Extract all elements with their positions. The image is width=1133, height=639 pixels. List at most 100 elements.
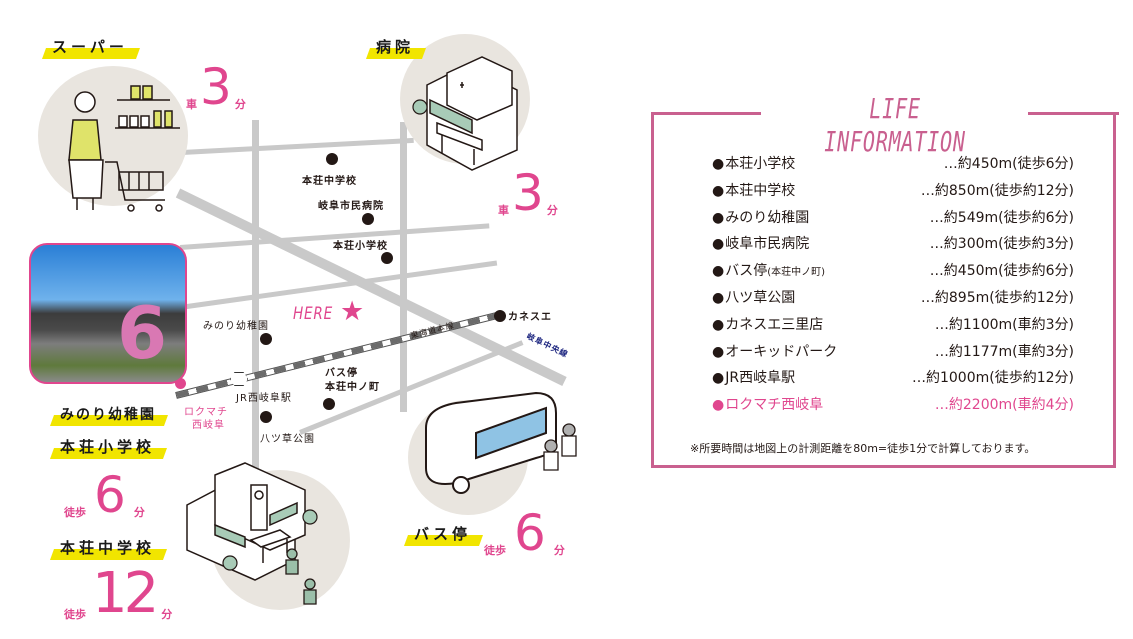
time-value: 3 — [512, 164, 544, 222]
info-row: 八ツ草公園 …約895m(徒歩約12分) — [712, 287, 1074, 307]
student-icons — [285, 548, 317, 605]
spot-label: みのり幼稚園 — [203, 321, 269, 332]
info-panel — [651, 113, 1116, 468]
spot-label: 本荘中ノ町 — [325, 382, 380, 393]
junior-high-tag: 本荘中学校 — [52, 537, 165, 558]
spot-label: 岐阜市民病院 — [318, 201, 384, 212]
rokumachi-label: ロクマチ — [184, 407, 228, 418]
spot-dot — [323, 398, 335, 410]
spot-dot — [260, 411, 272, 423]
station-icon — [230, 372, 248, 386]
info-row-distance: …約850m(徒歩約12分) — [920, 182, 1074, 199]
mode-label: 車 — [186, 98, 197, 111]
star-icon: ★ — [340, 296, 365, 327]
shelf-icon — [115, 85, 180, 129]
school-icon — [186, 462, 318, 581]
building-photo: 6 — [29, 243, 187, 384]
info-row: オーキッドパーク …約1177m(車約3分) — [712, 341, 1074, 361]
info-row: JR西岐阜駅 …約1000m(徒歩約12分) — [712, 367, 1074, 387]
kindergarten-tag: みのり幼稚園 — [52, 404, 166, 424]
info-row-name: みのり幼稚園 — [712, 210, 809, 226]
spot-label: 本荘小学校 — [333, 241, 388, 252]
info-row-label: みのり幼稚園 — [712, 207, 809, 227]
info-row: 岐阜市民病院 …約300m(徒歩約3分) — [712, 233, 1074, 253]
station-jr-label: JR西岐阜駅 — [236, 393, 292, 404]
time-value: 6 — [94, 466, 126, 524]
spot-dot — [494, 310, 506, 322]
info-row: みのり幼稚園 …約549m(徒歩約6分) — [712, 207, 1074, 227]
bus-icon — [425, 391, 577, 494]
spot-label: 本荘中学校 — [302, 176, 357, 187]
info-row: バス停(本荘中ノ町)…約450m(徒歩約6分) — [712, 260, 1074, 280]
unit-label: 分 — [161, 608, 173, 621]
spot-dot — [260, 333, 272, 345]
spot-dot — [362, 213, 374, 225]
info-row-name: JR西岐阜駅 — [712, 370, 795, 386]
info-row-name: オーキッドパーク — [712, 344, 837, 360]
info-row-label: JR西岐阜駅 — [712, 367, 795, 387]
bus-stop-tag: バス停 — [406, 523, 481, 544]
info-border — [651, 112, 761, 115]
hospital-tag: 病院 — [368, 36, 424, 57]
info-row: ロクマチ西岐阜 …約2200m(車約4分) — [712, 394, 1074, 414]
info-row-distance: …約2200m(車約4分) — [934, 397, 1074, 414]
info-row-label: ロクマチ西岐阜 — [712, 394, 823, 414]
spot-label: バス停 — [325, 368, 358, 379]
info-title: LIFE INFORMATION — [824, 92, 966, 158]
info-row-distance: …約1000m(徒歩約12分) — [911, 370, 1074, 387]
supermarket-tag: スーパー — [44, 36, 138, 57]
info-row-name: カネスエ三里店 — [712, 317, 823, 333]
info-row-name: 本荘小学校 — [712, 156, 795, 172]
spot-dot — [326, 153, 338, 165]
info-row-distance: …約1100m(車約3分) — [934, 316, 1074, 333]
info-note: ※所要時間は地図上の計測距離を80m=徒歩1分で計算しております。 — [690, 442, 1036, 455]
hospital-icon — [412, 56, 518, 171]
info-row-distance: …約895m(徒歩約12分) — [920, 290, 1074, 306]
info-row-name: ロクマチ西岐阜 — [712, 397, 823, 413]
road — [400, 122, 407, 412]
supermarket-time: 車 3 分 — [186, 62, 246, 112]
info-row: 本荘小学校 …約450m(徒歩6分) — [712, 153, 1074, 173]
info-row-label: 岐阜市民病院 — [712, 233, 809, 253]
info-row-distance: …約450m(徒歩6分) — [943, 156, 1074, 172]
info-row-distance: …約450m(徒歩約6分) — [929, 263, 1074, 280]
mode-label: 車 — [498, 204, 509, 217]
hospital-time: 車 3 分 — [498, 168, 558, 218]
supermarket-illustration — [68, 85, 180, 212]
unit-label: 分 — [546, 204, 558, 217]
info-row-sub: (本荘中ノ町) — [767, 267, 826, 279]
spot-dot — [381, 252, 393, 264]
mode-label: 徒歩 — [64, 608, 86, 621]
unit-label: 分 — [234, 98, 246, 111]
info-row-name: 八ツ草公園 — [712, 290, 795, 306]
rokumachi-label: 西岐阜 — [192, 420, 225, 431]
info-row-distance: …約1177m(車約3分) — [934, 343, 1074, 360]
info-row-label: カネスエ三里店 — [712, 314, 823, 334]
info-row-label: 八ツ草公園 — [712, 287, 795, 307]
shopper-icon — [68, 91, 104, 210]
info-row: 本荘中学校 …約850m(徒歩約12分) — [712, 180, 1074, 200]
info-row-distance: …約549m(徒歩約6分) — [929, 209, 1074, 226]
unit-label: 分 — [553, 544, 565, 557]
info-row-label: 本荘中学校 — [712, 180, 795, 200]
time-value: 12 — [92, 561, 159, 626]
mode-label: 徒歩 — [484, 544, 506, 557]
six-sign-icon: 6 — [117, 291, 168, 375]
here-label: HERE — [293, 304, 334, 324]
bus-stop-time: 徒歩 6 分 — [484, 508, 565, 558]
rokumachi-dot — [175, 378, 186, 389]
road — [181, 137, 414, 155]
road-label: 岐阜中央線 — [525, 331, 570, 360]
info-row-label: オーキッドパーク — [712, 341, 837, 361]
mode-label: 徒歩 — [64, 506, 86, 519]
cart-icon — [105, 161, 165, 212]
time-value: 3 — [200, 58, 232, 116]
info-row: カネスエ三里店 …約1100m(車約3分) — [712, 314, 1074, 334]
elementary-time: 徒歩 6 分 — [64, 470, 145, 520]
info-row-name: 岐阜市民病院 — [712, 236, 809, 252]
spot-label: 八ツ草公園 — [260, 434, 315, 445]
info-row-label: 本荘小学校 — [712, 153, 795, 173]
time-value: 6 — [514, 504, 546, 562]
junior-high-time: 徒歩 12 分 — [64, 566, 172, 622]
info-row-distance: …約300m(徒歩約3分) — [929, 236, 1074, 253]
